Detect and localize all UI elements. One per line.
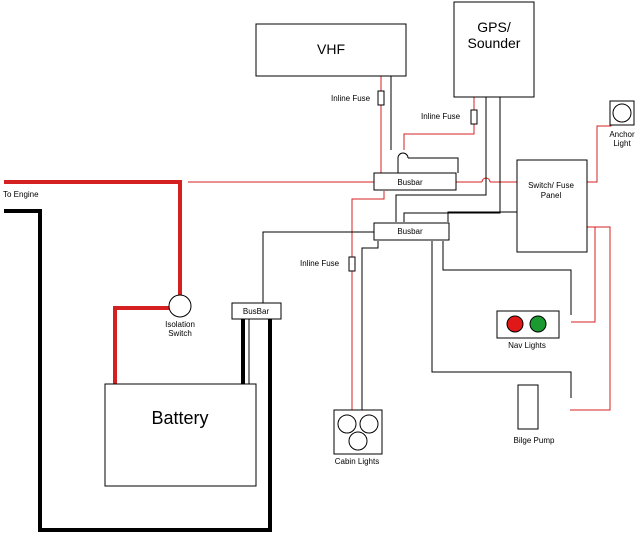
cabin-light-bulb-bottom (348, 431, 368, 451)
inline-fuse-cabin-label: Inline Fuse (300, 259, 340, 268)
switch-panel-label-line2: Panel (541, 191, 562, 200)
cabin-lights-label: Cabin Lights (335, 457, 379, 466)
anchor-light: Anchor Light (609, 100, 635, 148)
inline-fuse-gps: Inline Fuse (421, 109, 478, 125)
positive-wiring (188, 76, 612, 435)
busbar-battery-label: BusBar (243, 307, 270, 316)
switch-fuse-panel: Switch/ Fuse Panel (516, 159, 588, 253)
battery-positive-cable (113, 306, 170, 384)
isolation-label-line2: Switch (168, 329, 192, 338)
bilge-pump: Bilge Pump (514, 384, 555, 445)
busbar-top-label: Busbar (397, 178, 423, 187)
inline-fuse-gps-label: Inline Fuse (421, 112, 461, 121)
cabin-lights: Cabin Lights (333, 409, 383, 466)
main-cables (4, 180, 272, 532)
inline-fuse-cabin: Inline Fuse (300, 256, 356, 272)
nav-lights-label: Nav Lights (508, 341, 546, 350)
cabin-light-bulb-right (359, 414, 379, 434)
cabin-light-bulb-left (337, 414, 357, 434)
nav-light-green (529, 315, 547, 333)
nav-light-red (506, 315, 524, 333)
anchor-label-line2: Light (613, 139, 631, 148)
busbar-top: Busbar (373, 172, 457, 191)
engine-negative-cable (4, 209, 272, 532)
anchor-light-bulb (612, 103, 632, 123)
engine-positive-cable (4, 180, 182, 296)
vhf-label: VHF (317, 41, 345, 57)
inline-fuse-vhf-label: Inline Fuse (331, 94, 371, 103)
anchor-label-line1: Anchor (609, 130, 635, 139)
vhf-radio: VHF (255, 23, 407, 77)
gps-label-line2: Sounder (468, 35, 521, 51)
gps-sounder: GPS/ Sounder (453, 1, 535, 98)
isolation-switch: Isolation Switch (165, 294, 195, 338)
busbar-bottom: Busbar (373, 222, 450, 241)
battery: Battery (104, 383, 257, 487)
to-engine-label: To Engine (3, 190, 39, 199)
busbar-bottom-label: Busbar (397, 227, 423, 236)
battery-label: Battery (151, 408, 208, 428)
busbar-battery: BusBar (231, 302, 282, 320)
bilge-pump-label: Bilge Pump (514, 436, 555, 445)
nav-lights: Nav Lights (496, 310, 560, 350)
switch-panel-label-line1: Switch/ Fuse (528, 181, 574, 190)
inline-fuse-vhf: Inline Fuse (331, 90, 385, 106)
isolation-label-line1: Isolation (165, 320, 195, 329)
gps-label-line1: GPS/ (477, 19, 511, 35)
negative-wiring (248, 76, 572, 410)
